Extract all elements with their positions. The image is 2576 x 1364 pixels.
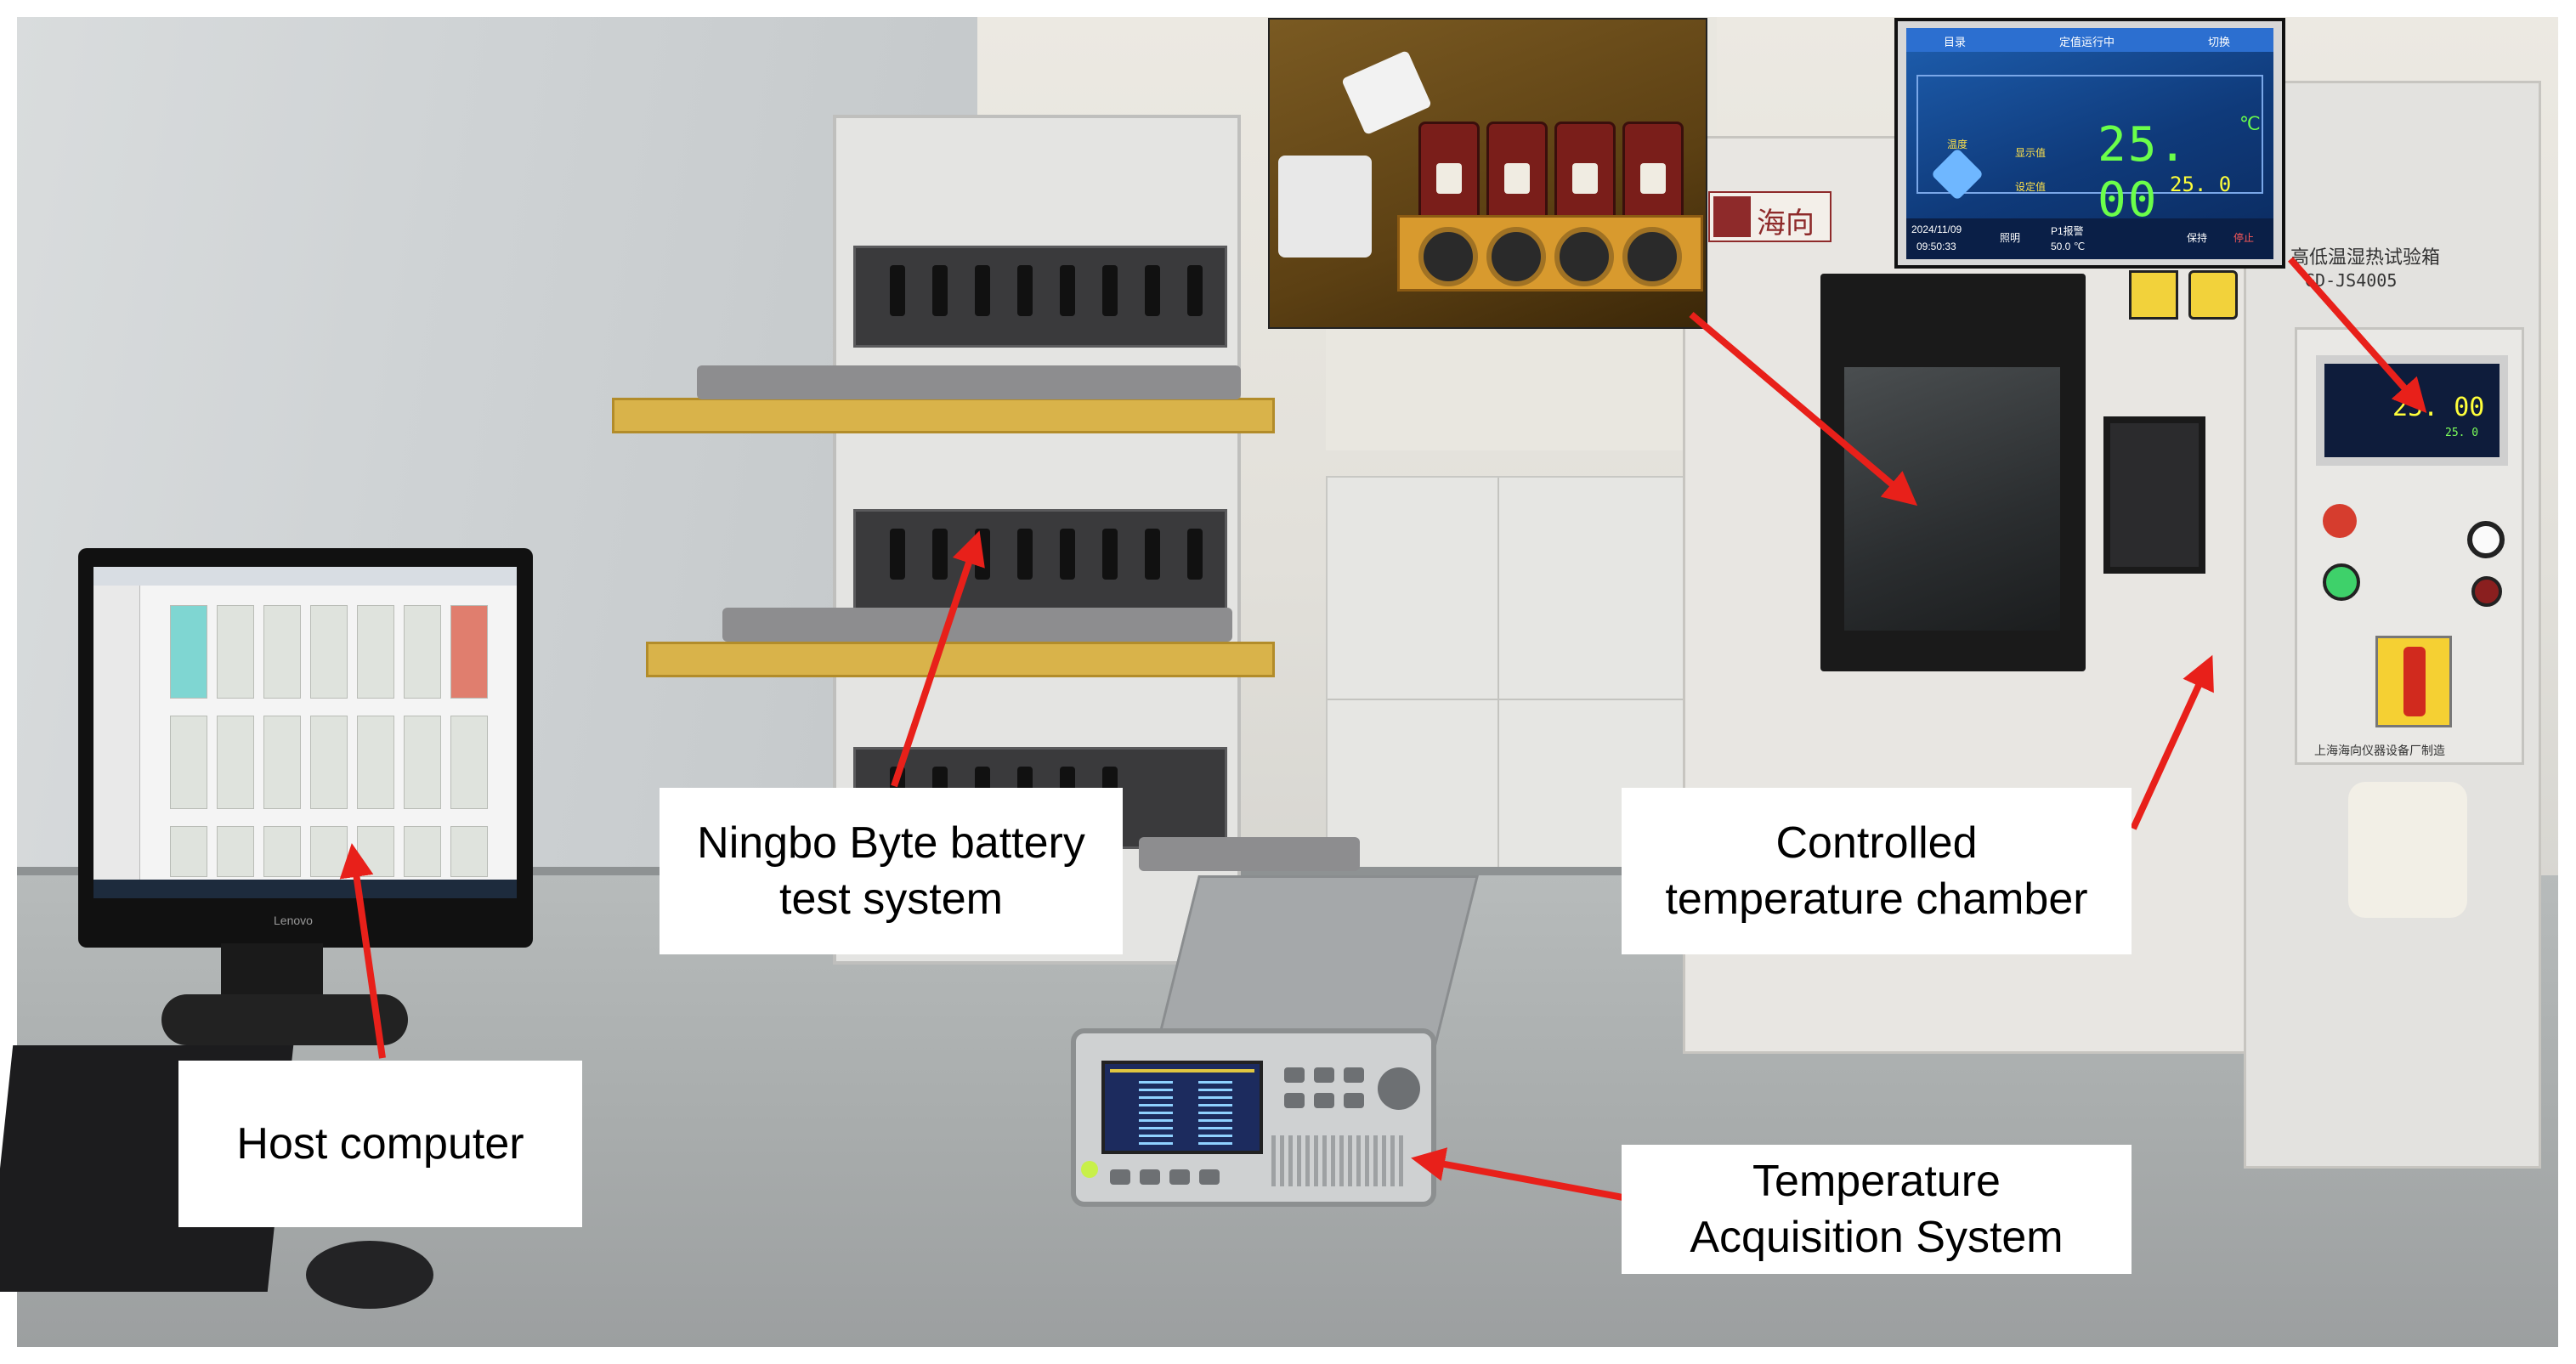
callout-temperature-acquisition: Temperature Acquisition System [1622, 1145, 2132, 1274]
rack-shelf-upper [612, 398, 1275, 433]
chamber-brand-logo: 海向 [1708, 191, 1832, 242]
rack-shelf-lower [646, 642, 1275, 677]
callout-host-computer: Host computer [178, 1061, 582, 1227]
chamber-control-panel: 25. 00 25. 0 上海海向仪器设备厂制造 [2295, 327, 2524, 765]
inset-battery-fixture-photo [1268, 18, 1707, 329]
panel-setpoint-readout: 25. 0 [2445, 427, 2479, 439]
callout-battery-test-system: Ningbo Byte battery test system [660, 788, 1123, 954]
chamber-panel-display: 25. 00 25. 0 [2316, 355, 2508, 466]
chamber-window-glass [1844, 367, 2060, 631]
inset-chamber-display: 目录 定值运行中 切换 温度 显示值 设定值 25. 00 ℃ 25. 0 20… [1894, 18, 2285, 269]
display-reading-box [1916, 75, 2263, 194]
chamber-manufacturer: 上海海向仪器设备厂制造 [2314, 744, 2445, 757]
battery-fixtures-upper [697, 365, 1241, 399]
monitor-brand: Lenovo [274, 914, 313, 927]
chamber-door-handle [2103, 416, 2205, 574]
daq-front-panel [1071, 1028, 1436, 1207]
white-button-icon [2467, 521, 2505, 558]
rack-unit-top [853, 246, 1227, 348]
rack-unit-middle [853, 509, 1227, 611]
display-unit: ℃ [2239, 113, 2261, 134]
monitor-screen [93, 567, 517, 898]
display-top-bar: 目录 定值运行中 切换 [1906, 28, 2273, 52]
mouse [306, 1241, 433, 1309]
chamber-port-plug [2348, 782, 2467, 918]
emergency-rotary-switch [2375, 636, 2452, 727]
chamber-model-title: 高低温湿热试验箱 [2290, 246, 2441, 268]
hazard-warning-icon [2129, 270, 2178, 320]
chamber-door-window [1820, 274, 2086, 671]
panel-temperature-readout: 25. 00 [2392, 393, 2485, 422]
display-setpoint: 25. 0 [2170, 173, 2232, 196]
daq-screen [1101, 1061, 1263, 1154]
callout-temperature-chamber: Controlled temperature chamber [1622, 788, 2132, 954]
temperature-acquisition-device [1062, 875, 1479, 1224]
biohazard-icon [2188, 270, 2238, 320]
display-footer: 2024/11/09 09:50:33 照明 P1报警 50.0 ℃ 保持 停止 [1906, 218, 2273, 259]
clip-left [1278, 156, 1372, 258]
red-button-icon [2471, 576, 2502, 607]
battery-fixtures-lower [722, 608, 1232, 642]
battery-fixtures-bottom [1139, 837, 1360, 871]
power-indicator-icon [2323, 504, 2357, 538]
green-lamp-icon [2323, 563, 2360, 601]
host-computer-monitor: Lenovo [78, 548, 533, 948]
monitor-base [161, 994, 408, 1045]
chamber-model-code: GD-JS4005 [2305, 270, 2398, 291]
daq-grill [1271, 1135, 1407, 1186]
